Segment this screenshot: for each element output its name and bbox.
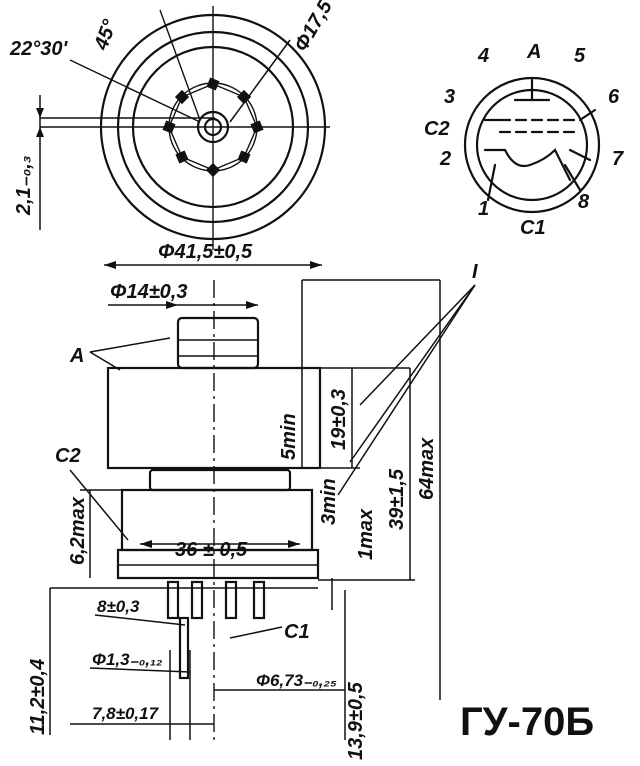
pinout-pin-5: 5 bbox=[574, 45, 586, 67]
dim-3min: 3min bbox=[318, 478, 340, 525]
label-grid1: C1 bbox=[284, 621, 310, 643]
pinout-schematic: A 4 5 3 6 C2 2 7 8 1 C1 bbox=[424, 41, 624, 239]
top-diameter-outer: Φ41,5±0,5 bbox=[158, 241, 253, 263]
dim-7-8: 7,8±0,17 bbox=[92, 704, 160, 723]
pinout-pin-8: 8 bbox=[578, 191, 590, 213]
side-view: Φ14±0,3 A I C2 C1 5min bbox=[27, 261, 478, 760]
top-angle-b: 45° bbox=[90, 16, 122, 54]
pinout-envelope bbox=[463, 76, 601, 214]
anode-cap bbox=[176, 316, 260, 370]
label-zone-i: I bbox=[472, 261, 478, 283]
dim-64max: 64max bbox=[416, 437, 438, 500]
label-grid2: C2 bbox=[55, 445, 81, 467]
pinout-grid1: C1 bbox=[520, 217, 546, 239]
dim-36: 36 ± 0,5 bbox=[175, 539, 248, 561]
pinout-pin-7: 7 bbox=[612, 148, 624, 170]
dim-5min: 5min bbox=[278, 413, 300, 460]
pinout-pin-3: 3 bbox=[444, 86, 455, 108]
top-view: 22°30' 45° Φ17,5 2,1₋₀,₃ Φ41,5±0,5 bbox=[9, 0, 337, 269]
label-anode: A bbox=[69, 345, 84, 367]
pinout-pin-1: 1 bbox=[478, 198, 489, 220]
dim-anode-cap-diameter: Φ14±0,3 bbox=[110, 281, 187, 303]
dim-pitch-8: 8±0,3 bbox=[97, 597, 140, 616]
top-angle-a: 22°30' bbox=[9, 38, 68, 60]
base-pins bbox=[166, 580, 266, 680]
pinout-pin-2: 2 bbox=[439, 148, 451, 170]
pinout-pin-4: 4 bbox=[477, 45, 489, 67]
dim-1max: 1max bbox=[355, 508, 377, 560]
dim-13-9: 13,9±0,5 bbox=[345, 681, 367, 760]
pinout-pin-6: 6 bbox=[608, 86, 620, 108]
dim-19: 19±0,3 bbox=[328, 389, 350, 450]
dim-39: 39±1,5 bbox=[386, 468, 408, 530]
dim-pin-diameter: Φ1,3₋₀,₁₂ bbox=[92, 650, 163, 669]
dim-circle-diameter: Φ6,73₋₀,₂₅ bbox=[256, 671, 337, 690]
top-diameter-inner: Φ17,5 bbox=[290, 0, 337, 55]
dim-11-2: 11,2±0,4 bbox=[27, 659, 49, 735]
pinout-grid2: C2 bbox=[424, 118, 450, 140]
pinout-anode: A bbox=[526, 41, 541, 63]
dim-6-2max: 6,2max bbox=[67, 496, 89, 565]
tube-title: ГУ-70Б bbox=[460, 700, 594, 744]
top-offset: 2,1₋₀,₃ bbox=[13, 155, 35, 216]
